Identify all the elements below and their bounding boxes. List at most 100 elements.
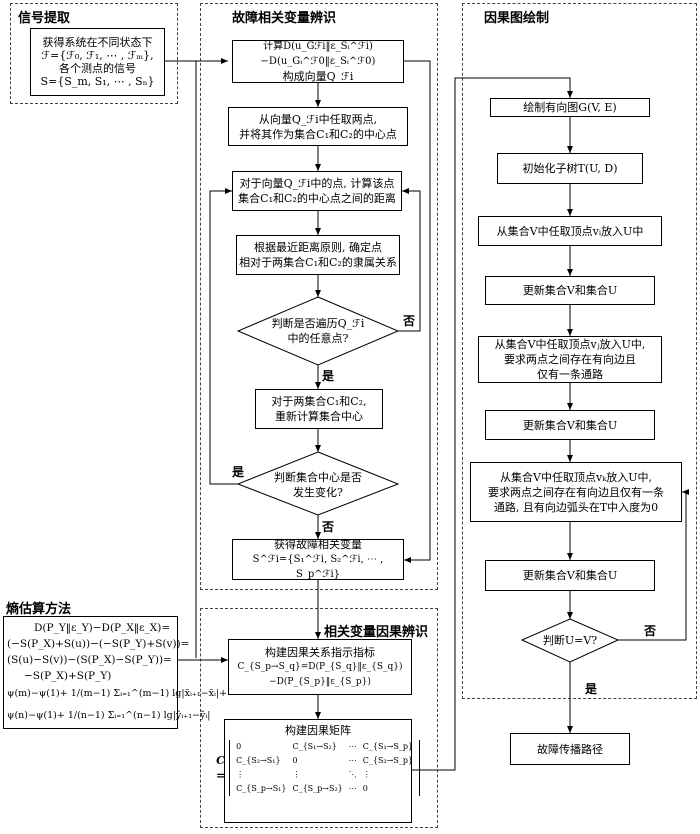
select-line-2: 并将其作为集合C₁和C₂的中心点 [239,127,397,141]
entropy-eq-2: (−S(P_X)+S(u))−(−S(P_Y)+S(v))= [7,638,190,650]
decision2-no-label: 否 [322,520,335,534]
assign-line-2: 相对于两集合C₁和C₂的隶属关系 [239,256,397,269]
matrix-brackets: 0 C_{S₁→S₂} ⋯ C_{S₁→S_p} C_{S₂→S₁} 0 ⋯ C… [229,740,421,796]
causal-graph-panel [462,3,697,699]
matrix-cell: ⋯ [348,784,357,793]
update-sets-text-3: 更新集合V和集合U [522,569,618,582]
take-j-line-1: 从集合V中任取顶点vⱼ放入U中, [494,338,646,351]
causal-matrix-box: 构建因果矩阵 C = 0 C_{S₁→S₂} ⋯ C_{S₁→S_p} C_{S… [216,719,421,823]
matrix-cell: ⋮ [292,770,301,779]
matrix-cell: C_{S₂→S₁} [236,756,281,765]
entropy-eq-6: ψ(n)−ψ(1)+ 1/(n−1) Σᵢ₌₁^(n−1) lg|ỹᵢ₊₁−ỹᵢ… [7,710,211,721]
init-subtree-text: 初始化子树T(U, D) [522,162,618,175]
take-vertex-k-box: 从集合V中任取顶点vₖ放入U中, 要求两点之间存在有向边且仅有一条 通路, 且有… [470,462,682,522]
matrix-row: C_{S_p→S₁} C_{S_p→S₂} ⋯ 0 [233,782,416,796]
decision-center-changed-diamond [236,451,400,516]
take-vertex-i-text: 从集合V中任取顶点vᵢ放入U中 [496,224,644,238]
signal-line-3: 各个测点的信号 [59,62,136,75]
graph-decision-yes-label: 是 [585,682,598,696]
entropy-eq-5: ψ(m)−ψ(1)+ 1/(m−1) Σᵢ₌₁^(m−1) lg|x̃ᵢ₊₁−x… [7,688,228,699]
signal-line-4: S={S_m, S₁, ⋯ , Sₙ} [40,75,155,88]
recompute-center-box: 对于两集合C₁和C₂, 重新计算集合中心 [255,389,383,429]
matrix-cell: C_{S₂→S_p} [362,756,414,765]
result-line-2: S^ℱi={S₁^ℱi, S₂^ℱi, ⋯ , S_p^ℱi} [252,554,384,580]
decision-u-equals-v-text: 判断U=V? [528,632,612,648]
matrix-cell: C_{S₁→S₂} [292,742,337,751]
causal-id-panel [200,608,438,828]
decision2-line-2: 发生变化? [293,486,343,499]
matrix-cell: ⋯ [348,742,357,751]
decision1-line-2: 中的任意点? [287,332,349,345]
update-sets-text-2: 更新集合V和集合U [522,418,618,432]
fault-vars-panel-title: 故障相关变量辨识 [232,11,337,26]
matrix-cell: ⋮ [362,770,371,779]
select-line-1: 从向量Q_ℱi中任取两点, [258,112,378,126]
take-k-line-2: 要求两点之间存在有向边且仅有一条 [488,485,664,499]
matrix-cell: 0 [292,756,298,765]
decision-center-text: 判断集合中心是否 发生变化? [262,468,374,502]
entropy-title: 熵估算方法 [6,602,72,617]
recompute-line-1: 对于两集合C₁和C₂, [271,395,367,408]
causal-id-panel-title: 相关变量因果辨识 [324,625,429,640]
decision1-line-1: 判断是否遍历Q_ℱi [271,317,365,330]
matrix-cell: ⋯ [348,756,357,765]
distance-line-2: 集合C₁和C₂的中心点之间的距离 [238,192,396,205]
decision1-yes-label: 是 [322,369,335,383]
causal-index-formula: C_{S_p→S_q}=D(P_{S_q}‖ε_{S_q})−D(P_{S_p}… [237,661,403,687]
matrix-cell: 0 [362,784,368,793]
entropy-eq-3: (S(u)−S(v))−(S(P_X)−S(P_Y))= [7,654,172,666]
assign-membership-box: 根据最近距离原则, 确定点 相对于两集合C₁和C₂的隶属关系 [236,235,400,275]
decision1-no-label: 否 [403,314,416,328]
take-k-line-3: 通路, 且有向边弧头在T中入度为0 [493,500,659,514]
decision2-yes-label: 是 [232,465,245,479]
compute-line-2: 构成向量Q_ℱi [282,70,354,83]
matrix-row: 0 C_{S₁→S₂} ⋯ C_{S₁→S_p} [233,740,416,754]
matrix-row: C_{S₂→S₁} 0 ⋯ C_{S₂→S_p} [233,754,416,768]
compute-divergence-box: 计算D(u_Gℱi‖ε_Sᵢ^ℱi)−D(u_Gᵢ^ℱ0‖ε_Sᵢ^ℱ0) 构成… [232,40,404,83]
fault-propagation-path-box: 故障传播路径 [510,733,630,765]
update-sets-text-1: 更新集合V和集合U [522,284,618,297]
decision-traverse-text: 判断是否遍历Q_ℱi 中的任意点? [262,314,374,348]
matrix-cell: ⋮ [236,770,245,779]
entropy-eq-4: −S(P_X)+S(P_Y) [24,670,112,682]
matrix-table: 0 C_{S₁→S₂} ⋯ C_{S₁→S_p} C_{S₂→S₁} 0 ⋯ C… [233,740,416,796]
take-vertex-i-box: 从集合V中任取顶点vᵢ放入U中 [478,216,662,246]
distance-line-1: 对于向量Q_ℱi中的点, 计算该点 [239,177,395,190]
take-j-line-3: 仅有一条通路 [537,368,603,381]
draw-digraph-box: 绘制有向图G(V, E) [490,98,650,117]
fault-propagation-path-text: 故障传播路径 [537,742,603,756]
matrix-cell: C_{S_p→S₂} [292,784,343,793]
select-centers-box: 从向量Q_ℱi中任取两点, 并将其作为集合C₁和C₂的中心点 [228,107,408,146]
update-sets-box-3: 更新集合V和集合U [485,560,655,591]
causal-graph-panel-title: 因果图绘制 [484,11,550,26]
signal-panel [10,3,178,104]
decision2-line-1: 判断集合中心是否 [274,471,362,484]
matrix-lhs: C = [215,754,226,782]
signal-line-2: ℱ={ℱ₀, ℱ₁, ⋯ , ℱₘ}, [41,49,154,62]
draw-digraph-text: 绘制有向图G(V, E) [523,101,617,114]
causal-index-box: 构建因果关系指示指标 C_{S_p→S_q}=D(P_{S_q}‖ε_{S_q}… [228,639,412,695]
update-sets-box-2: 更新集合V和集合U [485,410,655,440]
matrix-row: ⋮ ⋮ ⋱ ⋮ [233,768,416,782]
take-j-line-2: 要求两点之间存在有向边且 [504,353,636,366]
entropy-equations-box: D(P_Y‖ε_Y)−D(P_X‖ε_X)= (−S(P_X)+S(u))−(−… [3,616,227,729]
take-k-line-1: 从集合V中任取顶点vₖ放入U中, [500,470,652,484]
causal-matrix-title: 构建因果矩阵 [285,724,351,737]
matrix-cell: ⋱ [348,770,357,779]
matrix-expression: C = 0 C_{S₁→S₂} ⋯ C_{S₁→S_p} C_{S₂→S₁} 0… [215,740,421,796]
entropy-eq-1: D(P_Y‖ε_Y)−D(P_X‖ε_X)= [34,622,171,634]
fault-vars-panel [200,3,438,590]
decision-u-equals-v-diamond [520,618,620,663]
assign-line-1: 根据最近距离原则, 确定点 [254,241,382,254]
graph-decision-text: 判断U=V? [542,633,598,647]
take-vertex-j-box: 从集合V中任取顶点vⱼ放入U中, 要求两点之间存在有向边且 仅有一条通路 [478,336,662,383]
matrix-cell: 0 [236,742,242,751]
graph-decision-no-label: 否 [644,624,657,638]
signal-line-1: 获得系统在不同状态下 [42,36,153,49]
signal-panel-title: 信号提取 [18,11,71,26]
decision-traverse-diamond [236,296,400,366]
compute-distance-box: 对于向量Q_ℱi中的点, 计算该点 集合C₁和C₂的中心点之间的距离 [232,171,402,211]
signal-acquire-box: 获得系统在不同状态下 ℱ={ℱ₀, ℱ₁, ⋯ , ℱₘ}, 各个测点的信号 S… [30,28,165,96]
matrix-cell: C_{S₁→S_p} [362,742,414,751]
